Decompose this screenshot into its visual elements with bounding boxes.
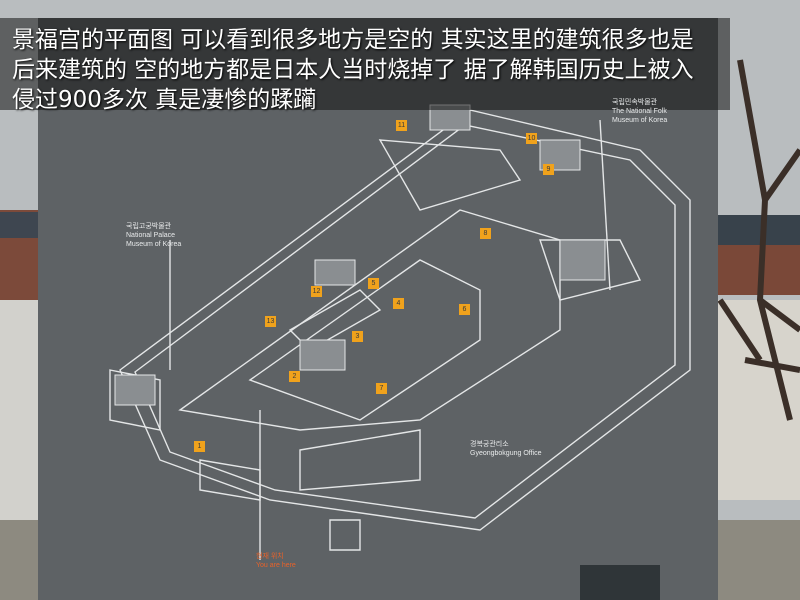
map-marker-5: 5	[368, 278, 379, 289]
folk-museum-label-en2: Museum of Korea	[612, 117, 668, 124]
caption-line-3: 侵过900多次 真是凄惨的蹂躏	[12, 87, 317, 113]
map-marker-12: 12	[311, 286, 322, 297]
map-marker-6: 6	[459, 304, 470, 315]
palace-museum-label-en1: National Palace	[126, 232, 176, 239]
office-label-en: Gyeongbokgung Office	[470, 450, 542, 457]
map-marker-1: 1	[194, 441, 205, 452]
tree-branches	[717, 59, 800, 421]
map-marker-10: 10	[526, 133, 537, 144]
caption-overlay	[0, 18, 730, 110]
map-marker-8: 8	[480, 228, 491, 239]
you-are-here-label-en: You are here	[256, 562, 296, 569]
caption-line-1: 景福宫的平面图 可以看到很多地方是空的 其实这里的建筑很多也是	[12, 27, 694, 53]
map-board	[38, 18, 718, 600]
you-are-here-label-ko: 현재 위치	[256, 553, 284, 560]
palace-museum-label-ko: 국립고궁박물관	[126, 223, 172, 230]
palace-map	[109, 109, 691, 560]
map-marker-11: 11	[396, 120, 407, 131]
folk-museum-label-en1: The National Folk	[612, 108, 667, 115]
map-marker-2: 2	[289, 371, 300, 382]
office-label-ko: 경복궁관리소	[470, 441, 509, 448]
map-marker-7: 7	[376, 383, 387, 394]
map-marker-9: 9	[543, 164, 554, 175]
map-marker-3: 3	[352, 331, 363, 342]
map-marker-4: 4	[393, 298, 404, 309]
caption-line-2: 后来建筑的 空的地方都是日本人当时烧掉了 据了解韩国历史上被入	[12, 57, 694, 83]
folk-museum-label-ko: 국립민속박물관	[612, 99, 658, 106]
map-marker-13: 13	[265, 316, 276, 327]
palace-museum-label-en2: Museum of Korea	[126, 241, 182, 248]
